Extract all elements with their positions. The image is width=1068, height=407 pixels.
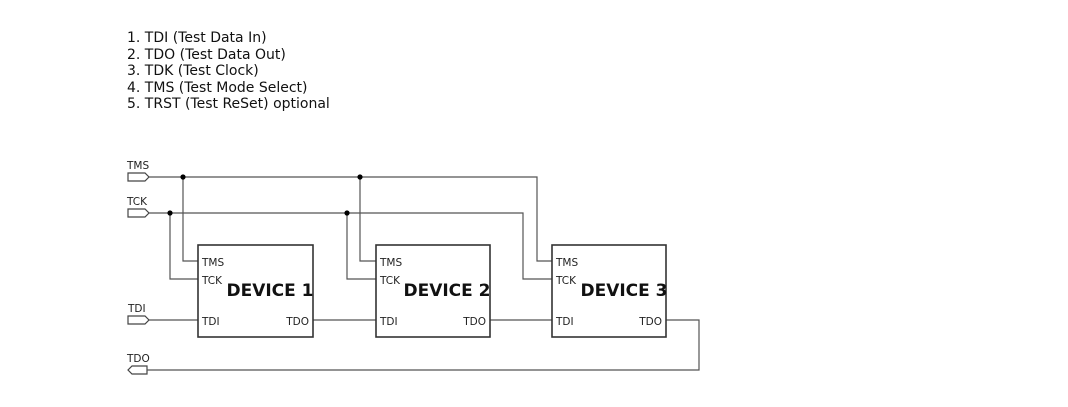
signal-legend: 1. TDI (Test Data In) 2. TDO (Test Data … xyxy=(127,30,330,113)
device3-to-tdo-return-wire xyxy=(147,319,700,371)
device-1-tdi-pin: TDI xyxy=(201,316,220,328)
legend-item-trst: 5. TRST (Test ReSet) optional xyxy=(127,96,330,112)
device-1: TMS TCK TDI TDO DEVICE 1 xyxy=(197,244,314,338)
device-2-tck-pin: TCK xyxy=(379,275,401,287)
tms-drop-device1 xyxy=(182,177,198,262)
tck-drop-device2 xyxy=(346,213,376,280)
device-1-label: DEVICE 1 xyxy=(226,281,313,301)
device-3-label: DEVICE 3 xyxy=(580,281,667,301)
legend-item-tdo: 2. TDO (Test Data Out) xyxy=(127,46,286,63)
device-3-tck-pin: TCK xyxy=(555,275,577,287)
device-1-tck-pin: TCK xyxy=(201,275,223,287)
device-3: TMS TCK TDI TDO DEVICE 3 xyxy=(551,244,668,338)
tms-drop-device2 xyxy=(359,177,376,262)
tms-bus-wire xyxy=(149,176,552,262)
tdi-port-label: TDI xyxy=(127,303,146,315)
tms-input-connector xyxy=(127,172,150,182)
device-3-tdi-pin: TDI xyxy=(555,316,574,328)
device-2-tdo-pin: TDO xyxy=(462,316,486,328)
device-2-box xyxy=(375,244,491,338)
legend-item-tdi: 1. TDI (Test Data In) xyxy=(127,30,267,46)
tdo-output-connector xyxy=(127,365,148,375)
device-3-tms-pin: TMS xyxy=(555,257,578,269)
tck-junction-1 xyxy=(167,210,173,216)
tck-drop-device1 xyxy=(169,213,198,280)
device-3-tdo-pin: TDO xyxy=(638,316,662,328)
legend-item-tck: 3. TDK (Test Clock) xyxy=(127,63,259,79)
tms-junction-2 xyxy=(357,174,363,180)
device-1-box xyxy=(197,244,314,338)
tck-bus-wire xyxy=(149,212,552,280)
tck-junction-2 xyxy=(344,210,350,216)
tms-port-label: TMS xyxy=(126,160,149,172)
tdi-input-connector xyxy=(127,315,150,325)
device-2-label: DEVICE 2 xyxy=(403,281,490,301)
legend-item-tms: 4. TMS (Test Mode Select) xyxy=(127,79,308,96)
device-2-tms-pin: TMS xyxy=(379,257,402,269)
tck-input-connector xyxy=(127,208,150,218)
device-1-tdo-pin: TDO xyxy=(285,316,309,328)
device-2-tdi-pin: TDI xyxy=(379,316,398,328)
device-2: TMS TCK TDI TDO DEVICE 2 xyxy=(375,244,491,338)
device-1-tms-pin: TMS xyxy=(201,257,224,269)
tdo-port-label: TDO xyxy=(126,353,150,365)
tck-port-label: TCK xyxy=(126,196,148,208)
device-3-box xyxy=(551,244,667,338)
tms-junction-1 xyxy=(180,174,186,180)
